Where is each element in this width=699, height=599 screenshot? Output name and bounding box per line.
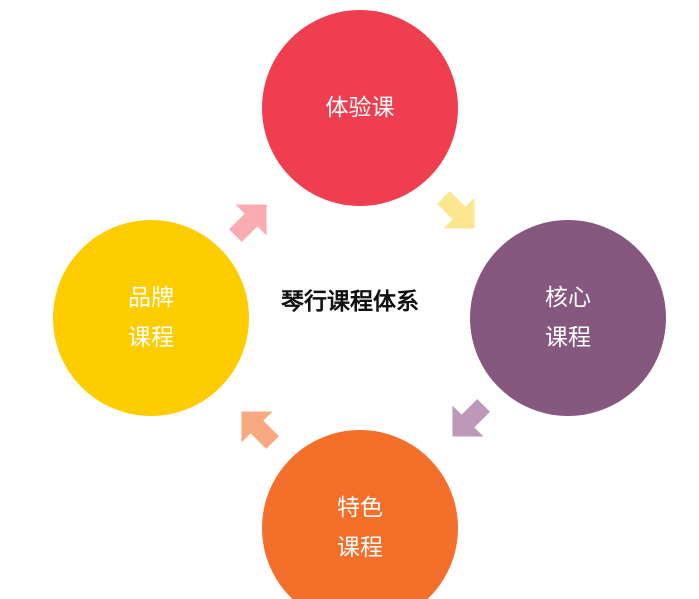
arrow-bottom-to-left-icon xyxy=(241,411,279,449)
node-bottom-label-1: 特色 xyxy=(337,495,383,521)
node-left-label-2: 课程 xyxy=(128,325,174,351)
node-top-circle: 体验课 xyxy=(262,10,458,206)
node-right-label-2: 课程 xyxy=(545,325,591,351)
arrow-shape xyxy=(229,204,267,242)
node-right-label-1: 核心 xyxy=(545,285,591,311)
arrow-shape xyxy=(241,411,279,449)
node-right-circle: 核心 课程 xyxy=(470,220,666,416)
arrow-shape xyxy=(452,399,490,437)
node-top-label-1: 体验课 xyxy=(325,95,395,121)
diagram-title: 琴行课程体系 xyxy=(281,289,419,315)
arrow-top-to-right-icon xyxy=(437,191,475,229)
arrow-right-to-bottom-icon xyxy=(452,399,490,437)
arrow-shape xyxy=(437,191,475,229)
node-left-label-1: 品牌 xyxy=(128,285,174,311)
arrow-left-to-top-icon xyxy=(229,204,267,242)
node-bottom-circle: 特色 课程 xyxy=(262,430,458,599)
node-left-circle: 品牌 课程 xyxy=(53,220,249,416)
node-bottom-label-2: 课程 xyxy=(337,535,383,561)
